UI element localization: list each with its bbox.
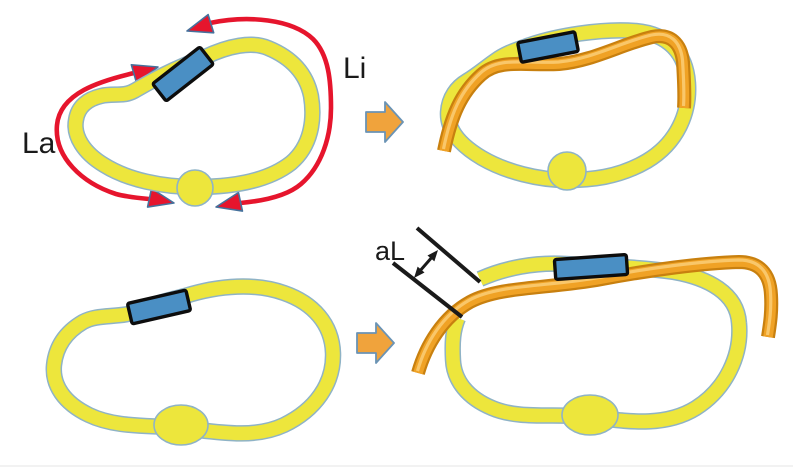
- la-arrowhead-bottom-icon: [146, 187, 175, 208]
- measure-tick-lower: [391, 261, 464, 319]
- fiber-tube-highlight: [441, 32, 686, 150]
- panel-top-right-loop-with-fiber: [437, 22, 697, 191]
- inner-arc-path-li: [207, 16, 334, 206]
- origin-circle: [547, 151, 587, 191]
- inserted-fiber-tube: [437, 29, 692, 153]
- panel-bottom-right-loop-with-fiber: aL: [375, 226, 779, 436]
- marker-rectangle: [151, 45, 215, 103]
- transition-right-arrow-bottom-icon: [356, 322, 395, 364]
- marker-rectangle: [552, 252, 630, 282]
- chromosome-loop: [68, 38, 320, 194]
- origin-ellipse: [561, 394, 619, 436]
- marker-rectangle: [126, 288, 192, 326]
- inserted-fiber-tube: [411, 254, 779, 376]
- li-arrowhead-bottom-icon: [215, 191, 244, 212]
- origin-circle: [176, 169, 214, 207]
- origin-ellipse: [153, 404, 209, 446]
- transition-right-arrow-top-icon: [365, 101, 404, 143]
- length-offset-measure: aL: [375, 226, 482, 319]
- length-offset-arrow-shaft: [417, 255, 435, 273]
- length-offset-arrowhead-down-icon: [414, 266, 425, 278]
- fiber-tube-highlight: [415, 258, 773, 372]
- panel-top-left-loop: La Li: [22, 13, 366, 212]
- li-arrowhead-top-icon: [186, 13, 215, 34]
- outer-arc-path-la: [54, 70, 152, 202]
- label-la: La: [22, 127, 56, 160]
- measure-tick-upper: [415, 226, 482, 284]
- panel-bottom-left-loop: [45, 278, 342, 446]
- label-li: Li: [343, 52, 366, 85]
- marker-rectangle: [516, 30, 580, 64]
- length-offset-arrowhead-up-icon: [427, 250, 438, 262]
- label-al: aL: [375, 236, 405, 266]
